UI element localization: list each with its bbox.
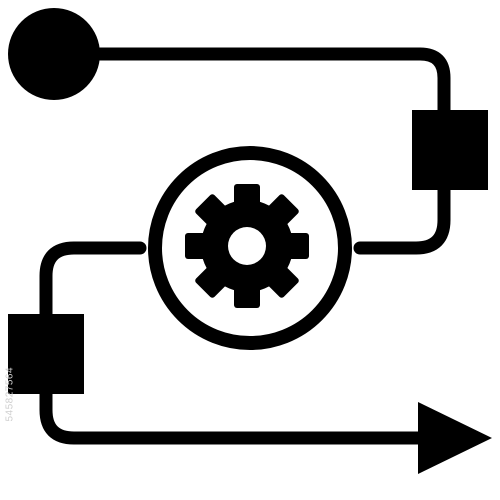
arrow-right-icon <box>418 402 492 474</box>
flow-line-left <box>39 241 147 321</box>
gear-hole <box>228 227 266 265</box>
flow-line-bottom <box>39 387 437 445</box>
flow-line-top <box>93 47 451 117</box>
gear-icon <box>185 184 309 308</box>
flow-line-right <box>353 183 451 255</box>
start-circle-icon <box>8 8 100 100</box>
gear-ring <box>148 146 352 350</box>
watermark-side-id: 545827564 <box>4 366 16 422</box>
process-square-left <box>8 314 84 394</box>
flow-line-icon <box>39 47 451 445</box>
process-square-right <box>412 110 488 190</box>
